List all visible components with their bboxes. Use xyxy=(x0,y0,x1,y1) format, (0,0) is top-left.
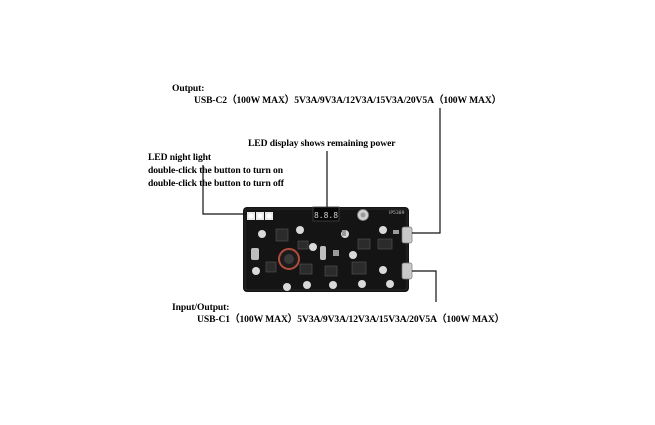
night-light-heading: LED night light xyxy=(148,152,212,163)
solder-pad xyxy=(379,266,387,274)
power-button xyxy=(357,209,369,221)
input-output-spec: USB-C1（100W MAX）5V3A/9V3A/12V3A/15V3A/20… xyxy=(197,314,505,325)
usb-c2-port xyxy=(401,226,413,244)
solder-pad xyxy=(252,267,260,275)
chip-silk-label: IP5389 xyxy=(389,210,405,216)
led-display-label: LED display shows remaining power xyxy=(248,138,396,149)
leader-output xyxy=(412,108,441,234)
solder-pad xyxy=(296,226,304,234)
components xyxy=(251,228,399,277)
solder-pad xyxy=(258,230,266,238)
led-segment-display: 8.8.8 xyxy=(312,206,340,222)
night-light-leds xyxy=(247,212,273,220)
output-heading: Output: xyxy=(172,83,205,94)
night-light-off: double-click the button to turn off xyxy=(148,178,284,189)
output-spec: USB-C2（100W MAX）5V3A/9V3A/12V3A/15V3A/20… xyxy=(194,95,502,106)
usb-c1-port xyxy=(401,262,413,280)
solder-pads xyxy=(252,226,394,291)
input-output-heading: Input/Output: xyxy=(172,302,230,313)
solder-pad xyxy=(329,281,337,289)
leader-input-output xyxy=(412,270,437,302)
leader-lines xyxy=(202,108,441,302)
solder-pad xyxy=(386,280,394,288)
solder-pad xyxy=(358,280,366,288)
solder-pad xyxy=(303,281,311,289)
night-light-on: double-click the button to turn on xyxy=(148,165,283,176)
solder-pad xyxy=(379,226,387,234)
solder-pad xyxy=(309,243,317,251)
solder-pad xyxy=(283,283,291,291)
leader-night-light xyxy=(202,165,247,215)
display-digits: 8.8.8 xyxy=(314,211,338,220)
solder-pad xyxy=(349,251,357,259)
